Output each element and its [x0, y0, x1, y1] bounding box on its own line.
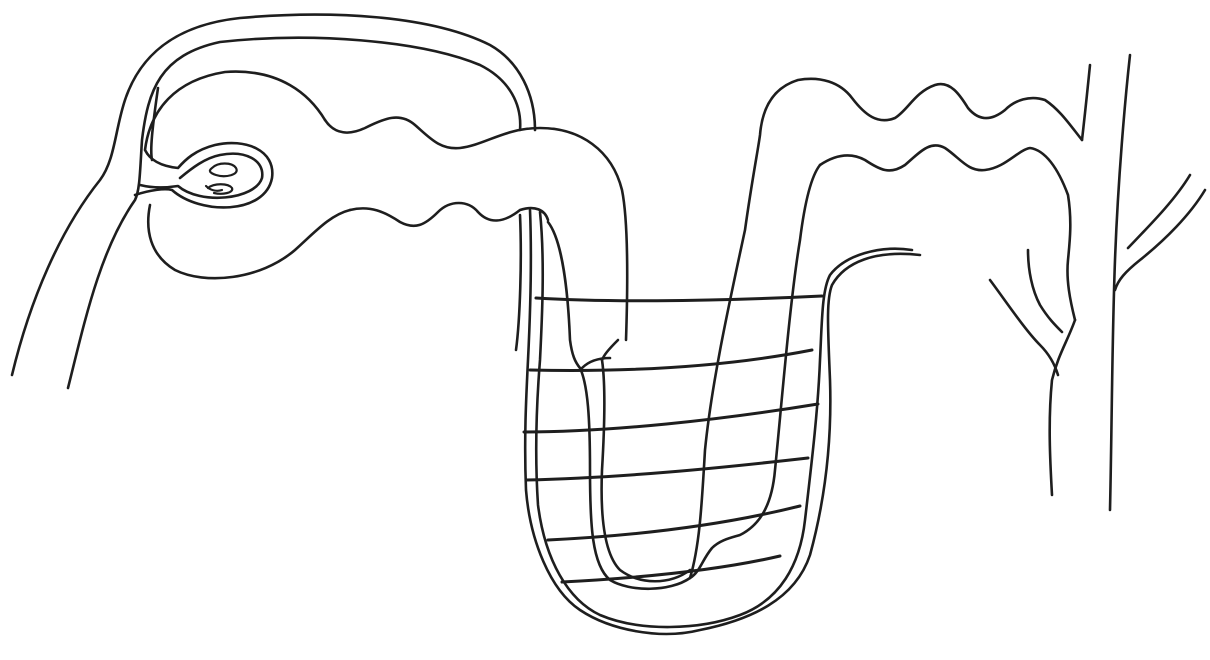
distal-convoluted-tubule [820, 145, 1075, 320]
afferent-tube [12, 15, 535, 388]
glomerular-capsule [135, 72, 350, 279]
branch-duct [990, 175, 1205, 375]
proximal-convoluted-tubule [325, 118, 627, 340]
glomerulus [206, 164, 237, 194]
descending-limb [516, 165, 920, 634]
ascending-limb [582, 79, 1082, 578]
